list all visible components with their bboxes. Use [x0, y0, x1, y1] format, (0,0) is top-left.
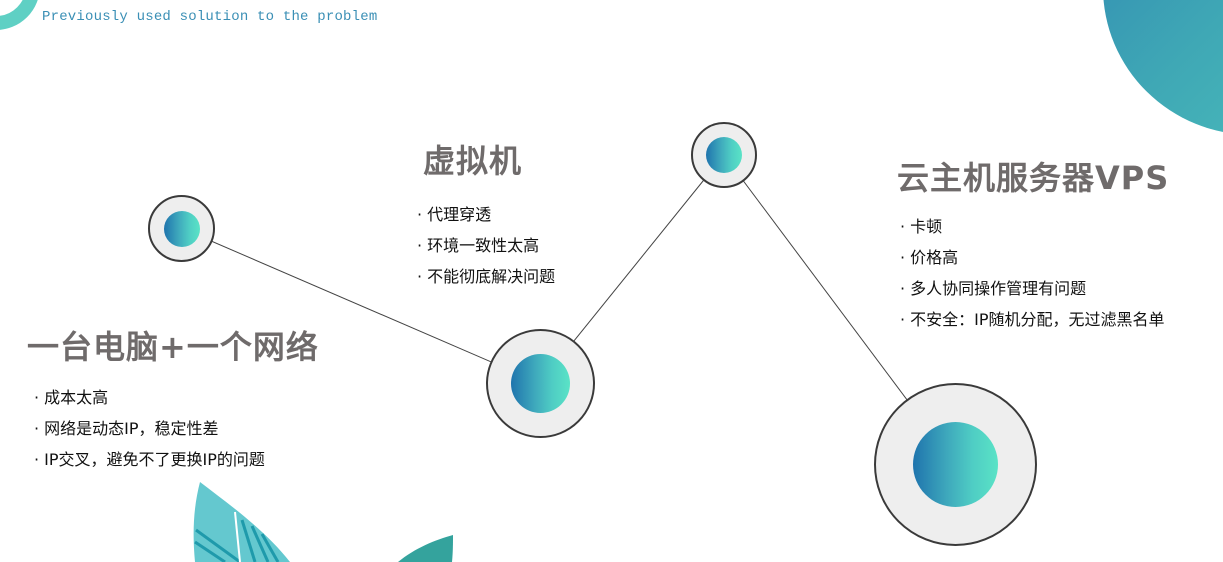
list-item: 多人协同操作管理有问题 — [900, 273, 1165, 304]
list-item: 成本太高 — [34, 382, 265, 413]
list-item: 网络是动态IP，稳定性差 — [34, 413, 265, 444]
timeline-node-small-2 — [691, 122, 757, 188]
list-item: 代理穿透 — [417, 199, 555, 230]
gradient-dot-icon — [913, 422, 998, 507]
leaf-icon — [193, 482, 290, 562]
leaf-icon — [398, 535, 453, 562]
solution-title-vps: 云主机服务器VPS — [897, 159, 1170, 197]
list-item: 环境一致性太高 — [417, 230, 555, 261]
page-subtitle: Previously used solution to the problem — [42, 9, 378, 25]
list-item: 价格高 — [900, 242, 1165, 273]
solution-points-virtual-machine: 代理穿透 环境一致性太高 不能彻底解决问题 — [417, 199, 555, 292]
timeline-node-medium — [486, 329, 595, 438]
list-item: 不能彻底解决问题 — [417, 261, 555, 292]
solution-title-virtual-machine: 虚拟机 — [423, 142, 523, 180]
solution-points-vps: 卡顿 价格高 多人协同操作管理有问题 不安全：IP随机分配，无过滤黑名单 — [900, 211, 1165, 335]
solution-points-pc-network: 成本太高 网络是动态IP，稳定性差 IP交叉，避免不了更换IP的问题 — [34, 382, 265, 475]
solution-title-pc-network: 一台电脑+一个网络 — [27, 328, 319, 366]
gradient-dot-icon — [706, 137, 742, 173]
list-item: 不安全：IP随机分配，无过滤黑名单 — [900, 304, 1164, 335]
list-item: IP交叉，避免不了更换IP的问题 — [34, 444, 265, 475]
gradient-dot-icon — [511, 354, 570, 413]
gradient-dot-icon — [163, 210, 200, 247]
timeline-node-large — [874, 383, 1037, 546]
list-item: 卡顿 — [900, 211, 1165, 242]
timeline-node-small-1 — [148, 195, 215, 262]
